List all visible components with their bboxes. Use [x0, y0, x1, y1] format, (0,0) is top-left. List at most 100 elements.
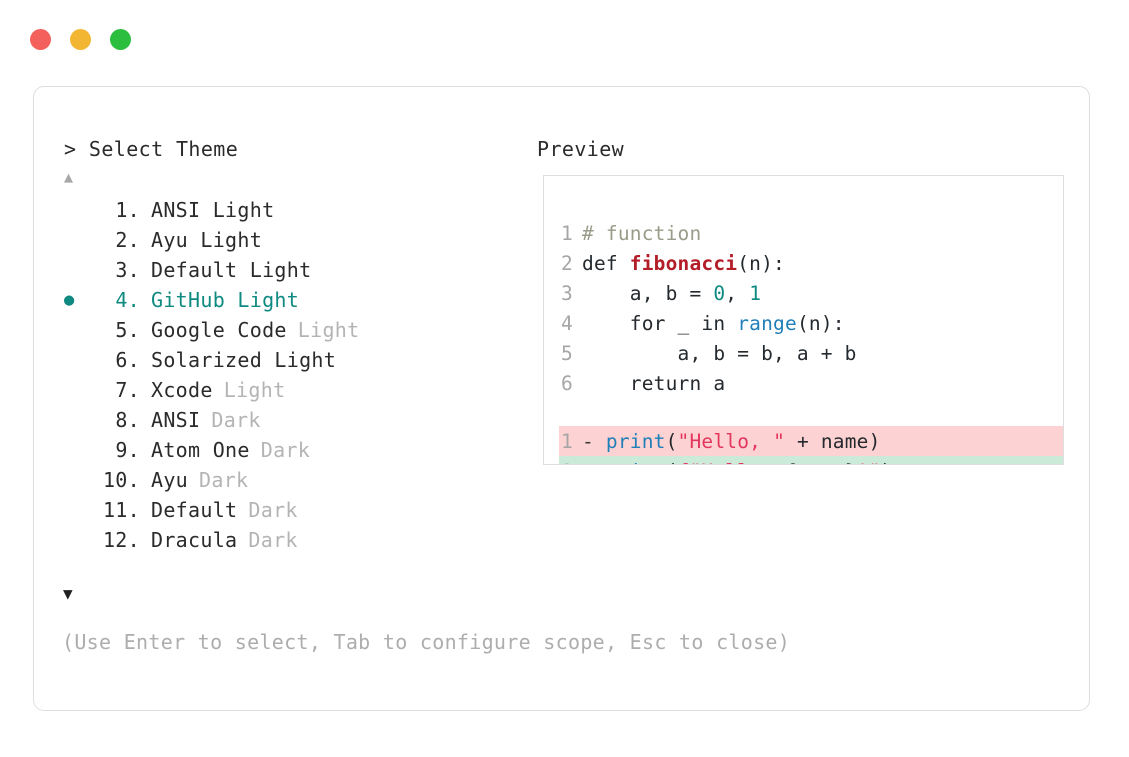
theme-item-name: Ayu	[151, 468, 189, 492]
theme-item-variant: Dark	[248, 528, 298, 552]
bullet-placeholder: ●	[64, 382, 96, 399]
theme-item-variant: Light	[223, 378, 286, 402]
theme-item-name: Solarized Light	[151, 348, 337, 372]
close-window-dot[interactable]	[30, 29, 51, 50]
theme-list-item[interactable]: ● 3. Default Light	[64, 255, 504, 285]
scroll-up-arrow-icon[interactable]: ▲	[64, 168, 74, 186]
token-number: 0	[713, 281, 726, 305]
theme-item-index: 1.	[115, 198, 140, 222]
theme-item-index: 11.	[102, 498, 140, 522]
theme-item-name: ANSI Light	[151, 198, 275, 222]
theme-item-index: 4.	[115, 288, 140, 312]
code-line: 6 return a	[559, 368, 1063, 398]
bullet-placeholder: ●	[64, 202, 96, 219]
diff-code-line: 1- print("Hello, " + name)	[559, 426, 1063, 456]
token-plain: )	[881, 460, 893, 465]
window-controls	[30, 29, 131, 50]
code-blank-line	[559, 398, 1063, 426]
token-plain: return a	[582, 371, 726, 395]
theme-item-variant: Light	[297, 318, 360, 342]
line-number: 1	[561, 221, 573, 245]
bullet-placeholder: ●	[64, 262, 96, 279]
code-line-text: - print("Hello, " + name)	[573, 430, 881, 453]
line-number: 3	[561, 281, 573, 305]
theme-item-index: 9.	[115, 438, 140, 462]
token-plain: (	[666, 460, 678, 465]
line-number: 6	[561, 371, 573, 395]
theme-item-name: Default Light	[151, 258, 312, 282]
theme-item-variant: Dark	[260, 438, 311, 462]
token-comment: # function	[582, 221, 702, 245]
theme-list-item[interactable]: ●6.Solarized Light	[64, 345, 504, 375]
theme-item-index: 2.	[115, 228, 140, 252]
line-number: 1	[561, 429, 573, 453]
token-plain: a, b =	[582, 281, 714, 305]
theme-item-name: Ayu Light	[151, 228, 263, 252]
token-plain: (	[665, 429, 678, 453]
theme-list-item[interactable]: ● 2. Ayu Light	[64, 225, 504, 255]
theme-item-name: Xcode	[151, 378, 213, 402]
theme-item-index: 10.	[102, 468, 140, 492]
diff-code-line: 1+ print(f"Hello, {name}!")	[559, 456, 1063, 465]
theme-list-item[interactable]: ● 5. Google Code Light	[64, 315, 504, 345]
theme-item-index: 7.	[115, 378, 140, 402]
bullet-placeholder: ●	[64, 232, 96, 249]
token-number: 1	[749, 281, 762, 305]
theme-item-index: 8.	[115, 408, 140, 432]
token-interp: {name}	[785, 460, 857, 465]
code-line: 4 for _ in range(n):	[559, 308, 1063, 338]
theme-list-item[interactable]: ● 1. ANSI Light	[64, 195, 504, 225]
bullet-placeholder: ●	[64, 322, 96, 339]
token-plain: ,	[725, 281, 750, 305]
code-line-text: # function	[573, 222, 701, 245]
code-line-text: + print(f"Hello, {name}!")	[573, 460, 893, 465]
theme-item-name: Default	[151, 498, 238, 522]
scroll-down-arrow-icon[interactable]: ▼	[63, 584, 73, 603]
code-line-text: a, b = 0, 1	[573, 282, 761, 305]
token-func: fibonacci	[629, 251, 738, 275]
token-builtin: print	[606, 460, 666, 465]
token-plain: (n):	[737, 251, 785, 275]
minimize-window-dot[interactable]	[70, 29, 91, 50]
line-number: 5	[561, 341, 573, 365]
token-builtin: range	[737, 311, 797, 335]
token-plain: + name)	[785, 429, 881, 453]
bullet-placeholder: ●	[64, 472, 96, 489]
theme-list-item[interactable]: ●4.GitHub Light	[64, 285, 504, 315]
theme-item-index: 12.	[102, 528, 140, 552]
theme-item-variant: Dark	[199, 468, 249, 492]
code-line: 5 a, b = b, a + b	[559, 338, 1063, 368]
bullet-placeholder: ●	[64, 352, 96, 369]
theme-list-item[interactable]: ● 7. Xcode Light	[64, 375, 504, 405]
code-line: 3 a, b = 0, 1	[559, 278, 1063, 308]
selected-bullet-icon: ●	[64, 289, 75, 310]
line-number: 2	[561, 251, 573, 275]
token-string: "Hello, "	[677, 429, 786, 453]
select-theme-header: > Select Theme	[64, 137, 239, 161]
token-string: f"Hello,	[678, 460, 785, 465]
token-string: !"	[857, 460, 881, 465]
preview-header: Preview	[537, 137, 625, 161]
theme-item-index: 5.	[115, 318, 140, 342]
theme-selector-panel: > Select Theme Preview ▲ ● 1. ANSI Light ● 2…	[33, 86, 1090, 711]
code-line-text: return a	[573, 372, 725, 395]
maximize-window-dot[interactable]	[110, 29, 131, 50]
line-number: 1	[559, 460, 573, 465]
theme-list: ● 1. ANSI Light ● 2. Ayu Light ● 3. Default Ligh…	[64, 195, 504, 555]
theme-item-variant: Dark	[248, 498, 298, 522]
theme-list-item[interactable]: ● 10. Ayu Dark	[64, 465, 504, 495]
theme-item-name: Dracula	[151, 528, 238, 552]
theme-item-index: 3.	[115, 258, 140, 282]
code-line-text: a, b = b, a + b	[573, 342, 857, 365]
theme-item-name: Google Code	[151, 318, 287, 342]
theme-item-variant: Dark	[211, 408, 261, 432]
theme-item-name: Atom One	[151, 438, 250, 462]
token-marker: -	[582, 429, 606, 453]
